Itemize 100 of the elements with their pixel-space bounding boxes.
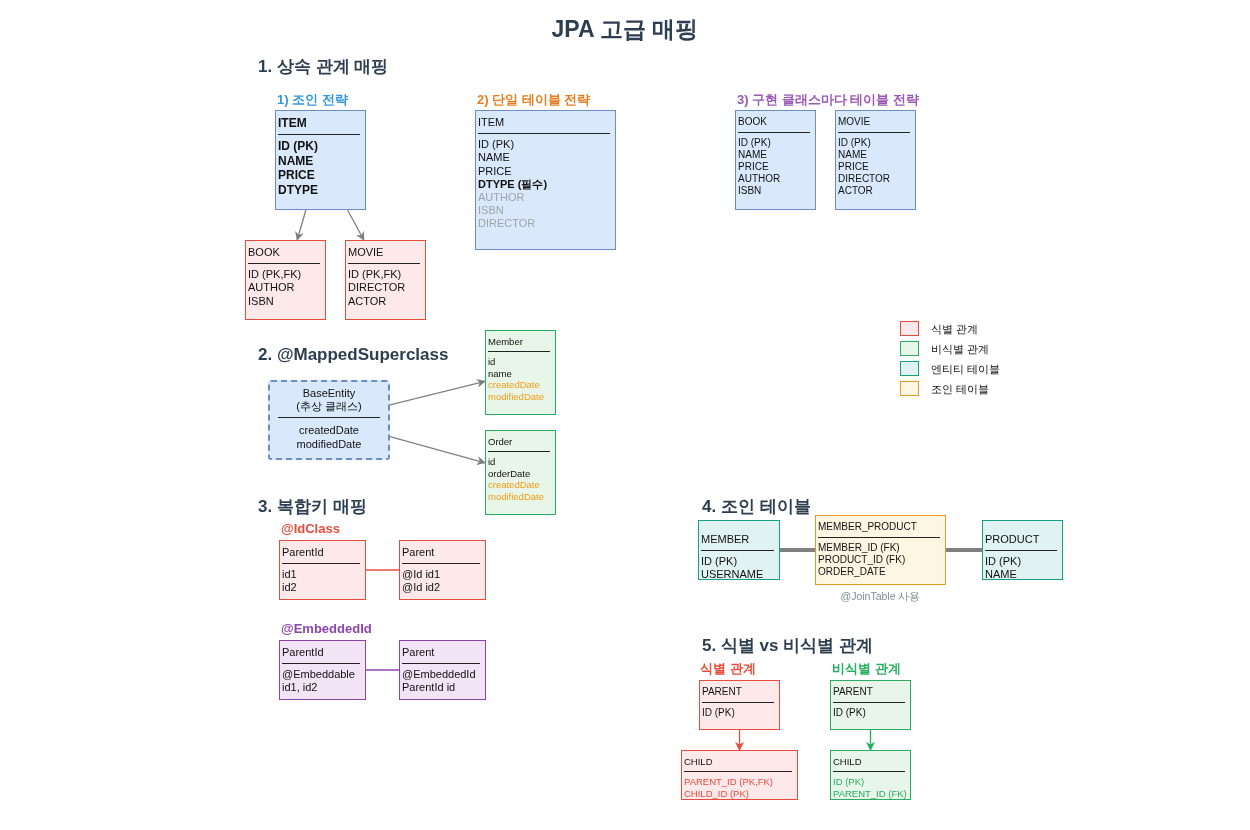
arrow (346, 209, 365, 241)
column-name: ID (PK) (833, 776, 866, 788)
column-name: modifiedDate (488, 390, 545, 402)
subsection-heading: 비식별 관계 (832, 660, 901, 678)
table-name: ParentId (282, 646, 325, 660)
column-name: id (488, 456, 497, 468)
table-box (475, 110, 616, 250)
table-name: BaseEntity (추상 클래스) (295, 387, 363, 414)
table-name: PARENT (833, 686, 874, 698)
column-name: ID (PK) (738, 137, 772, 149)
diagram-title: JPA 고급 매핑 (550, 15, 700, 44)
table-box (681, 750, 798, 800)
column-name: createdDate (298, 424, 360, 438)
column-name: NAME (838, 149, 868, 161)
column-name: CHILD_ID (PK) (684, 787, 750, 800)
arrow (866, 729, 875, 751)
section-heading: 5. 식별 vs 비식별 관계 (702, 635, 873, 657)
column-name: USERNAME (701, 568, 765, 582)
table-name: ITEM (478, 116, 506, 130)
table-name: MOVIE (348, 246, 385, 260)
subsection-heading: 식별 관계 (700, 660, 756, 678)
column-name: @Embeddable (282, 668, 356, 682)
column-name: ID (PK) (278, 139, 319, 154)
section-heading: 4. 조인 테이블 (702, 496, 811, 518)
column-name: id1 (282, 568, 298, 582)
subsection-heading: @IdClass (281, 521, 340, 536)
table-name: BOOK (248, 246, 281, 260)
table-box (275, 110, 366, 210)
subsection-heading: 1) 조인 전략 (277, 91, 348, 109)
column-name: createdDate (488, 479, 541, 491)
column-name: DIRECTOR (478, 217, 537, 231)
section-heading: 3. 복합키 매핑 (258, 496, 367, 518)
section-heading: 2. @MappedSuperclass (258, 345, 449, 365)
column-name: ID (PK) (702, 707, 736, 719)
column-name: PRICE (278, 168, 316, 183)
column-name: ID (PK,FK) (248, 268, 303, 282)
table-name: PARENT (702, 686, 743, 698)
column-name: id2 (282, 581, 298, 595)
table-box (345, 240, 426, 320)
table-name: Parent (402, 646, 436, 660)
column-name: PARENT_ID (PK,FK) (684, 776, 775, 788)
column-name: @Id id2 (402, 581, 442, 595)
column-name: ISBN (248, 294, 275, 308)
arrow (295, 209, 307, 241)
column-name: ISBN (478, 204, 505, 218)
table-box (830, 750, 911, 800)
column-name: PARENT_ID (FK) (833, 787, 908, 800)
table-box (279, 540, 366, 600)
column-name: ORDER_DATE (818, 566, 887, 578)
table-box (399, 540, 486, 600)
connector-line (365, 569, 400, 571)
caption-text: @JoinTable 사용 (839, 590, 922, 604)
table-box (268, 380, 390, 460)
legend-label: 비식별 관계 (931, 342, 990, 357)
legend-label: 식별 관계 (931, 322, 979, 337)
column-name: ACTOR (838, 185, 874, 197)
column-name: AUTHOR (248, 281, 296, 295)
column-name: ISBN (738, 185, 763, 197)
table-box (699, 680, 780, 730)
connector-line (780, 548, 815, 552)
subsection-heading: 3) 구현 클래스마다 테이블 전략 (737, 91, 919, 109)
column-name: ID (PK) (833, 707, 867, 719)
table-box (245, 240, 326, 320)
table-box (982, 520, 1063, 580)
column-name: MEMBER_ID (FK) (818, 542, 901, 554)
table-name: PRODUCT (985, 533, 1041, 547)
column-name: AUTHOR (738, 173, 782, 185)
column-name: @Id id1 (402, 568, 442, 582)
column-name: PRODUCT_ID (FK) (818, 554, 907, 566)
column-name: NAME (278, 153, 315, 169)
table-name: MEMBER_PRODUCT (818, 521, 918, 533)
connector-line (946, 548, 982, 552)
table-name: MEMBER (701, 533, 751, 547)
legend-label: 조인 테이블 (931, 382, 990, 397)
table-box (399, 640, 486, 700)
column-name: ID (PK) (478, 138, 516, 152)
column-name: id1, id2 (282, 681, 319, 695)
column-name: PRICE (738, 161, 770, 173)
column-name: DTYPE (필수) (478, 177, 549, 191)
column-name: NAME (985, 568, 1018, 582)
column-name: ID (PK) (985, 555, 1023, 569)
table-box (735, 110, 816, 210)
arrow (735, 729, 744, 751)
arrow (389, 378, 486, 406)
table-name: BOOK (738, 116, 768, 128)
table-name: Order (488, 436, 514, 448)
column-name: DIRECTOR (838, 173, 892, 185)
column-name: ACTOR (348, 294, 388, 308)
table-name: MOVIE (838, 116, 872, 128)
table-name: ParentId (282, 546, 325, 560)
column-name: orderDate (488, 467, 532, 480)
table-box (698, 520, 780, 580)
table-box (815, 515, 946, 585)
column-name: ID (PK) (838, 137, 872, 149)
table-box (279, 640, 366, 700)
table-name: Member (488, 336, 524, 348)
column-name: modifiedDate (488, 490, 545, 502)
table-name: Parent (402, 546, 436, 560)
column-name: @EmbeddedId (402, 668, 477, 682)
table-box (485, 430, 556, 515)
